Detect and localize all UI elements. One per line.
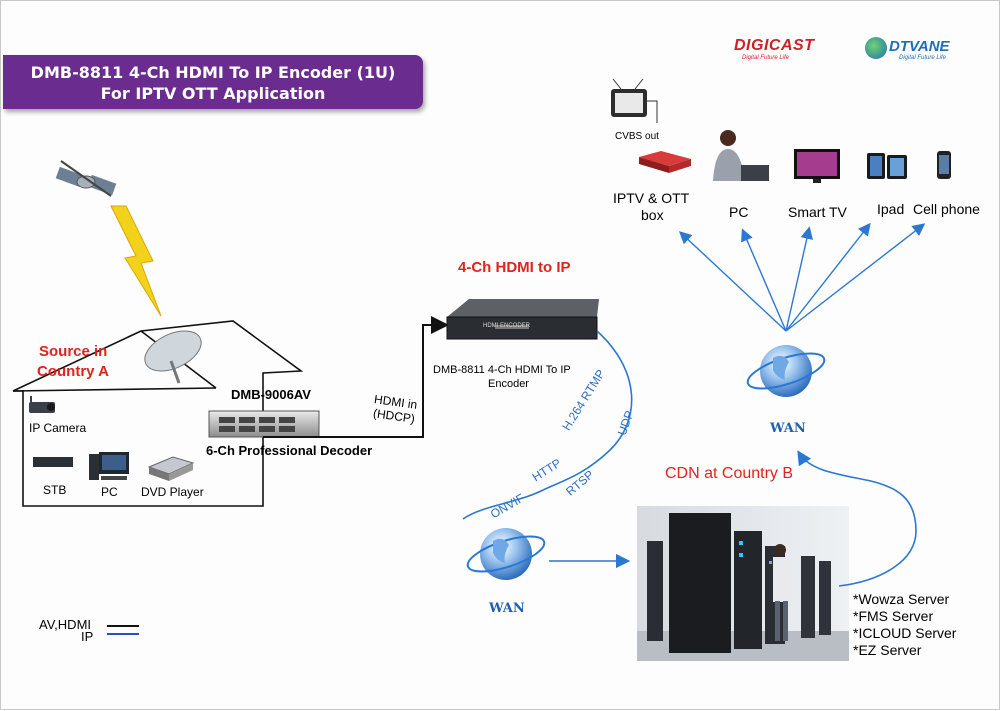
dtvane-logo-icon [865, 37, 887, 59]
decoder-model: DMB-9006AV [231, 387, 311, 402]
title-line-2: For IPTV OTT Application [100, 84, 326, 103]
ip-camera-icon [29, 396, 55, 413]
lightning-icon [110, 205, 162, 317]
encoder-caption-line-1: DMB-8811 4-Ch HDMI To IP [433, 364, 571, 376]
pc-endpoint-label: PC [729, 204, 749, 220]
distribution-arrows [678, 222, 926, 332]
ip-link-cdn-to-wan [797, 450, 917, 587]
set-top-box-icon [639, 151, 691, 173]
stb-label: STB [43, 483, 67, 497]
encoder-caption-line-2: Encoder [488, 378, 529, 390]
hdmi-link-line [263, 316, 449, 438]
encoder-panel-text: HDMI ENCODER [483, 323, 531, 329]
server-item: *Wowza Server [853, 591, 950, 607]
cvbs-out-label: CVBS out [615, 131, 659, 142]
pc-icon [89, 452, 129, 480]
server-item: *FMS Server [853, 608, 934, 624]
wan-label-lower: WAN [489, 601, 525, 616]
iptv-box-label-line-2: box [641, 207, 664, 223]
tablet-icon [867, 153, 907, 179]
dtvane-logo: DTVANE [889, 38, 950, 55]
globe-icon [746, 345, 826, 397]
source-heading-line-2: Country A [37, 363, 109, 380]
decoder-name: 6-Ch Professional Decoder [206, 443, 373, 458]
phone-icon [937, 151, 951, 179]
smart-tv-label: Smart TV [788, 204, 847, 220]
server-room-photo [637, 506, 849, 661]
ip-link-encoder-to-wan [462, 330, 633, 520]
rack-decoder-icon [208, 410, 320, 438]
satellite-icon [55, 160, 117, 197]
server-item: *ICLOUD Server [853, 625, 957, 641]
smart-tv-icon [794, 149, 840, 183]
stb-icon [33, 457, 73, 467]
digicast-logo: DIGICAST [734, 37, 815, 54]
globe-icon [466, 528, 546, 580]
server-item: *EZ Server [853, 642, 922, 658]
person-laptop-icon [713, 130, 769, 181]
rack-encoder-icon [446, 299, 599, 340]
dtvane-tagline: Digital Future Life [899, 55, 947, 61]
satellite-dish-icon [144, 330, 202, 384]
legend-ip-label: IP [81, 629, 94, 644]
tv-icon [611, 78, 658, 123]
cell-phone-label: Cell phone [913, 201, 980, 217]
legend-av-hdmi-label: AV,HDMI [39, 617, 92, 632]
title-line-1: DMB-8811 4-Ch HDMI To IP Encoder (1U) [30, 63, 396, 82]
house-outline [12, 320, 304, 507]
pc-label: PC [101, 485, 118, 499]
source-heading-line-1: Source in [39, 343, 108, 360]
wan-label-upper: WAN [770, 421, 806, 436]
encoder-heading: 4-Ch HDMI to IP [458, 259, 571, 276]
dvd-player-icon [147, 456, 195, 481]
iptv-box-label-line-1: IPTV & OTT [613, 190, 690, 206]
cdn-heading: CDN at Country B [665, 465, 794, 482]
ip-camera-label: IP Camera [29, 421, 87, 435]
title-banner: DMB-8811 4-Ch HDMI To IP Encoder (1U) Fo… [3, 55, 423, 109]
digicast-tagline: Digital Future Life [742, 55, 790, 61]
ipad-label: Ipad [877, 201, 905, 217]
dvd-player-label: DVD Player [141, 485, 204, 499]
